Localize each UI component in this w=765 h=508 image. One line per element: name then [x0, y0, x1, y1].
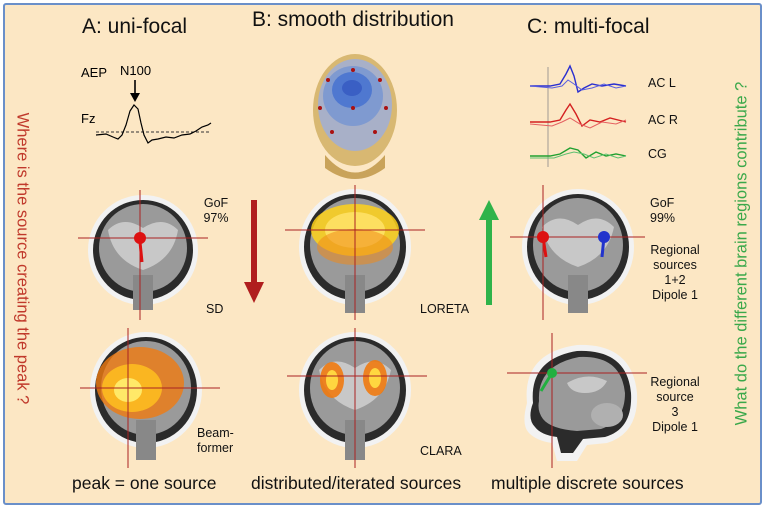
- label-beamformer-line2: former: [197, 441, 234, 455]
- electrode: [384, 106, 388, 110]
- trace-ac-right: [530, 102, 627, 128]
- label-regional-line8: Dipole 1: [652, 420, 698, 434]
- n100-label: N100: [120, 63, 151, 78]
- electrode: [330, 130, 334, 134]
- electrode: [351, 68, 355, 72]
- electrode: [378, 78, 382, 82]
- aep-trace: [95, 104, 212, 144]
- label-loreta: LORETA: [420, 302, 470, 316]
- aep-waveform: AEP N100 Fz: [81, 63, 212, 144]
- fz-label: Fz: [81, 111, 95, 126]
- caption-multi-focal: multiple discrete sources: [491, 473, 684, 493]
- brain-coronal-loreta: [285, 185, 425, 320]
- electrode: [351, 106, 355, 110]
- electrodes: [318, 68, 388, 134]
- caption-uni-focal: peak = one source: [72, 473, 217, 493]
- title-smooth-distribution: B: smooth distribution: [252, 8, 454, 31]
- label-gof-c-line1: GoF: [650, 196, 675, 210]
- n100-arrow-head: [130, 93, 140, 102]
- channel-traces: [530, 64, 627, 167]
- electrode: [373, 130, 377, 134]
- label-ac-right: AC R: [648, 113, 678, 127]
- label-gof-c: GoF 99%: [650, 196, 675, 226]
- aep-label: AEP: [81, 65, 107, 80]
- brain-coronal-beamformer: [80, 328, 220, 468]
- label-regional-source: Regional source 3 Dipole 1: [640, 375, 710, 435]
- trace-ac-left: [530, 64, 627, 94]
- label-clara: CLARA: [420, 444, 462, 458]
- brain-sagittal: [507, 333, 647, 468]
- arrow-up: [479, 200, 499, 305]
- label-gof-a: GoF 97%: [196, 196, 236, 226]
- right-question-holder: What do the different brain regions cont…: [728, 50, 756, 460]
- label-regional-line1: Regional: [650, 243, 700, 257]
- label-regional-line7: 3: [671, 405, 679, 419]
- label-gof-a-line2: 97%: [203, 211, 229, 225]
- arrow-down: [244, 200, 264, 303]
- trace-ac-left-2: [530, 79, 627, 91]
- caption-smooth-distribution: distributed/iterated sources: [251, 473, 462, 493]
- label-sd: SD: [206, 302, 224, 316]
- title-multi-focal: C: multi-focal: [527, 15, 650, 38]
- dipole-left: [537, 231, 549, 243]
- brain-coronal-sd: [78, 190, 208, 320]
- eeg-head: [313, 54, 397, 179]
- title-uni-focal: A: uni-focal: [82, 15, 188, 38]
- label-regional-sources: Regional sources 1+2 Dipole 1: [640, 243, 710, 303]
- head-map-core: [342, 80, 362, 96]
- label-regional-line4: Dipole 1: [652, 288, 698, 302]
- left-question-holder: Where is the source creating the peak ?: [8, 95, 36, 425]
- right-question: What do the different brain regions cont…: [732, 81, 751, 426]
- trace-ac-right-2: [530, 117, 627, 129]
- label-regional-line2: sources: [653, 258, 697, 272]
- left-question: Where is the source creating the peak ?: [13, 112, 32, 405]
- label-cg: CG: [648, 147, 667, 161]
- label-beamformer: Beam- former: [197, 426, 234, 456]
- label-regional-line5: Regional: [650, 375, 700, 389]
- dipole-sd: [134, 232, 146, 244]
- head-neck: [325, 155, 385, 179]
- trace-cg-2: [530, 151, 627, 159]
- electrode: [326, 78, 330, 82]
- brain-coronal-regional: [510, 185, 645, 320]
- electrode: [318, 106, 322, 110]
- label-gof-c-line2: 99%: [650, 211, 676, 225]
- label-beamformer-line1: Beam-: [197, 426, 234, 440]
- label-regional-line3: 1+2: [664, 273, 686, 287]
- label-ac-left: AC L: [648, 76, 676, 90]
- label-gof-a-line1: GoF: [203, 196, 229, 210]
- brain-coronal-clara: [287, 328, 427, 468]
- label-regional-line6: source: [656, 390, 694, 404]
